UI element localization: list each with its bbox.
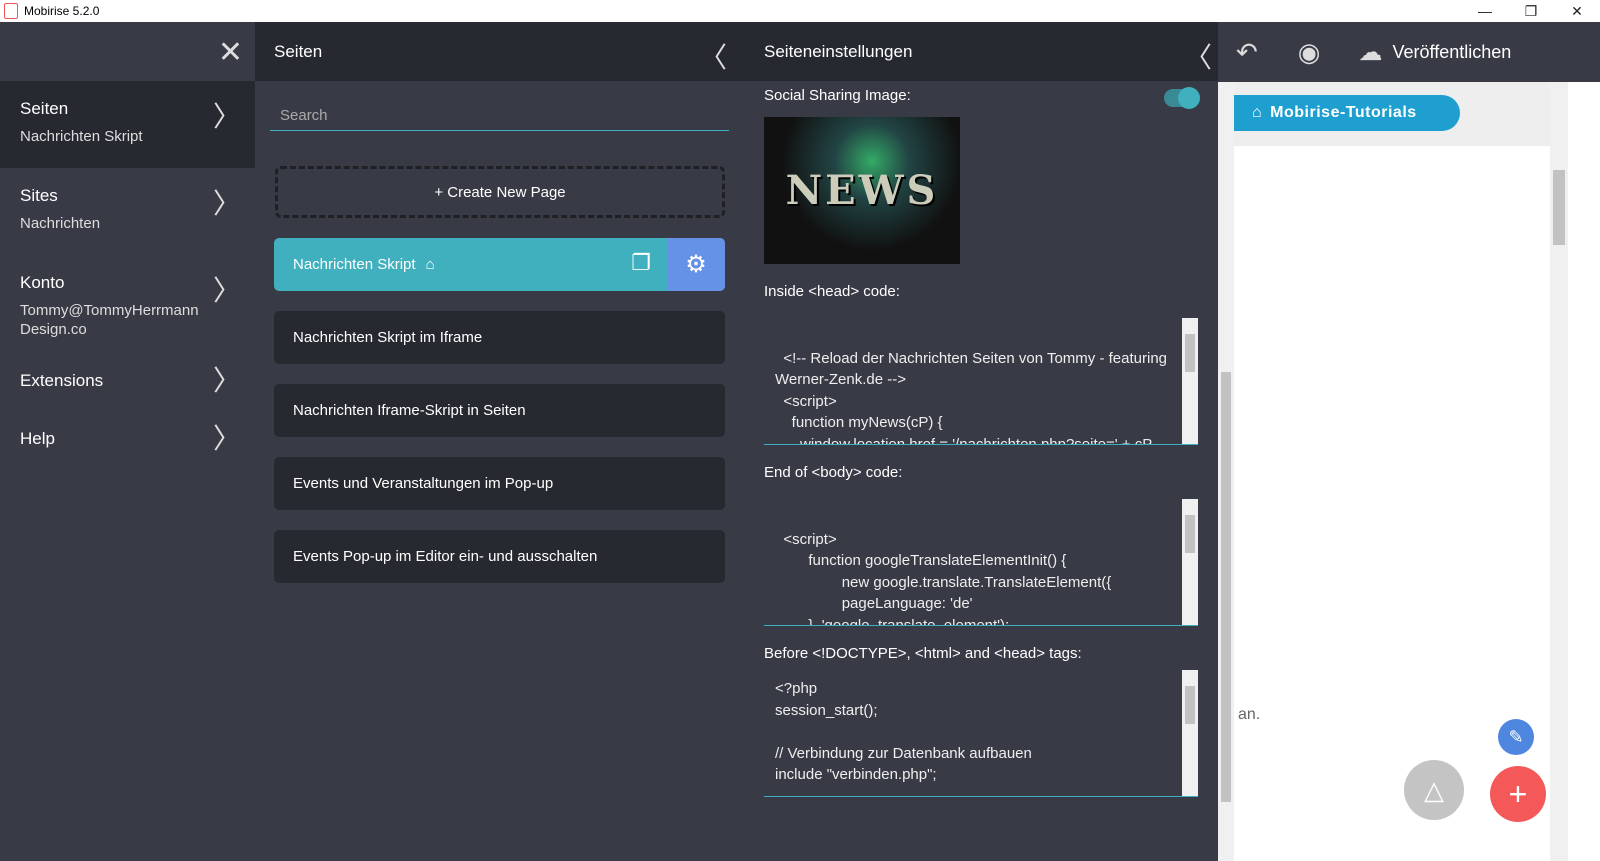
mobirise-logo-icon: [4, 3, 18, 19]
head-code-label: Inside <head> code:: [764, 283, 900, 300]
head-code-text: <!-- Reload der Nachrichten Seiten von T…: [775, 349, 1168, 445]
chevron-right-icon: 〉: [212, 275, 241, 306]
sidebar-item-label: Sites: [20, 186, 58, 205]
publish-button[interactable]: Veröffentlichen: [1392, 41, 1512, 62]
head-code-textarea[interactable]: <!-- Reload der Nachrichten Seiten von T…: [764, 318, 1198, 445]
duplicate-icon[interactable]: ❐: [631, 250, 651, 275]
body-code-label: End of <body> code:: [764, 464, 903, 481]
scrollbar[interactable]: [1182, 318, 1198, 444]
page-item-label: Nachrichten Skript: [293, 256, 416, 273]
settings-scrollbar[interactable]: [1218, 82, 1234, 861]
top-toolbar: ↶ ◉ ☁ Veröffentlichen: [1218, 22, 1600, 82]
sidebar-item-subtitle: Nachrichten Skript: [20, 128, 143, 145]
doctype-code-label: Before <!DOCTYPE>, <html> and <head> tag…: [764, 645, 1082, 662]
sidebar-item-subtitle: Nachrichten: [20, 215, 101, 232]
sidebar-item-label: Help: [20, 429, 55, 448]
social-image-label: Social Sharing Image:: [764, 87, 911, 104]
page-item-label: Events Pop-up im Editor ein- und ausscha…: [293, 548, 598, 565]
sidebar-item-label: Extensions: [20, 371, 104, 390]
search-input[interactable]: Search: [270, 103, 729, 131]
page-item-label: Nachrichten Skript im Iframe: [293, 329, 483, 346]
restore-button[interactable]: ❐: [1524, 2, 1538, 19]
doctype-code-text: <?php session_start(); // Verbindung zur…: [775, 680, 1032, 783]
chevron-right-icon: 〉: [212, 423, 241, 454]
page-item-label: Nachrichten Iframe-Skript in Seiten: [293, 402, 526, 419]
cloud-upload-icon[interactable]: ☁: [1358, 38, 1383, 66]
gear-icon[interactable]: ⚙: [667, 238, 725, 291]
sidebar-item-label: Seiten: [20, 99, 69, 118]
window-title: Mobirise 5.2.0: [24, 4, 100, 18]
page-item[interactable]: Events Pop-up im Editor ein- und ausscha…: [274, 530, 725, 583]
panel-title: Seiteneinstellungen: [764, 41, 913, 61]
chevron-right-icon: 〉: [212, 188, 241, 219]
page-item[interactable]: Nachrichten Iframe-Skript in Seiten: [274, 384, 725, 437]
preview-text: an.: [1238, 706, 1261, 723]
eye-icon[interactable]: ◉: [1297, 36, 1321, 67]
chevron-left-icon[interactable]: 〈: [698, 42, 727, 73]
page-settings-panel: Seiteneinstellungen 〈 Social Sharing Imag…: [745, 22, 1218, 861]
add-block-button[interactable]: +: [1490, 766, 1546, 822]
sidebar-item-subtitle: Tommy@TommyHerrmannDesign.co: [20, 302, 199, 338]
title-bar: Mobirise 5.2.0 — ❐ ✕: [0, 0, 1600, 22]
home-icon: ⌂: [425, 256, 435, 273]
scrollbar[interactable]: [1182, 499, 1198, 625]
close-icon[interactable]: ✕: [217, 36, 243, 69]
minimize-button[interactable]: —: [1478, 3, 1492, 19]
page-item[interactable]: Events und Veranstaltungen im Pop-up: [274, 457, 725, 510]
chevron-left-icon[interactable]: 〈: [1183, 42, 1212, 73]
undo-icon[interactable]: ↶: [1236, 36, 1258, 67]
body-code-textarea[interactable]: <script> function googleTranslateElement…: [764, 499, 1198, 626]
chevron-right-icon: 〉: [212, 365, 241, 396]
social-sharing-image[interactable]: NEWS: [764, 117, 960, 264]
create-new-page-button[interactable]: + Create New Page: [275, 166, 725, 218]
preview-area: [1234, 22, 1600, 861]
page-item-label: Events und Veranstaltungen im Pop-up: [293, 475, 554, 492]
doctype-code-textarea[interactable]: <?php session_start(); // Verbindung zur…: [764, 670, 1198, 797]
sidebar-item-help[interactable]: Help 〉: [0, 411, 255, 469]
sidebar-item-extensions[interactable]: Extensions 〉: [0, 353, 255, 411]
tutorials-button[interactable]: ⌂ Mobirise-Tutorials: [1234, 95, 1460, 131]
preview-scrollbar[interactable]: [1550, 82, 1568, 861]
sidebar-item-label: Konto: [20, 273, 65, 292]
home-icon: ⌂: [1252, 104, 1263, 121]
body-code-text: <script> function googleTranslateElement…: [783, 530, 1112, 626]
panel-title: Seiten: [274, 41, 323, 61]
page-item[interactable]: Nachrichten Skript im Iframe: [274, 311, 725, 364]
page-item[interactable]: Nachrichten Skript ⌂ ❐ ⚙: [274, 238, 725, 291]
paintbrush-icon[interactable]: ✎: [1498, 719, 1534, 755]
pages-panel: Seiten 〈 Search + Create New Page Nachric…: [255, 22, 745, 861]
tutorials-label: Mobirise-Tutorials: [1270, 104, 1417, 121]
close-window-button[interactable]: ✕: [1571, 2, 1583, 19]
scroll-up-button[interactable]: △: [1404, 760, 1464, 820]
scrollbar[interactable]: [1182, 670, 1198, 796]
chevron-right-icon: 〉: [212, 101, 241, 132]
social-image-toggle[interactable]: [1164, 87, 1200, 109]
